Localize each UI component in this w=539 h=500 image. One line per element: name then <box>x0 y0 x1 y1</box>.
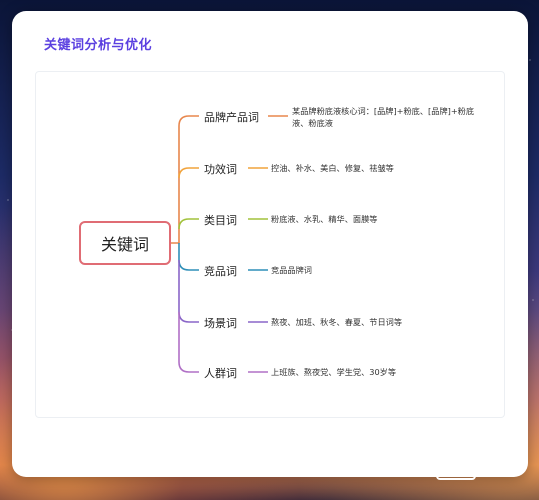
connector-gongxiao <box>178 167 199 179</box>
category-renqun-label: 人群词 <box>204 367 237 380</box>
category-changjing-label: 场景词 <box>204 317 237 330</box>
detail-gongxiao: 控油、补水、美白、修复、祛皱等 <box>271 163 394 173</box>
category-leimu-label: 类目词 <box>204 214 237 227</box>
mind-map-connectors <box>171 115 288 373</box>
content-card: 关键词分析与优化 关键词 品牌产品词 功效词 类目词 竞品词 场景词 人群词 某… <box>12 11 528 477</box>
connector-leimu <box>178 218 199 230</box>
watermark: AI 树叶云 <box>436 454 520 480</box>
mind-map-frame: 关键词 品牌产品词 功效词 类目词 竞品词 场景词 人群词 某品牌粉底液核心词：… <box>35 71 505 418</box>
trunk-upper <box>171 115 199 244</box>
root-node: 关键词 <box>79 221 171 265</box>
watermark-text: 树叶云 <box>481 461 521 477</box>
detail-leimu: 粉底液、水乳、精华、面膜等 <box>271 214 378 224</box>
detail-changjing: 熬夜、加班、秋冬、春夏、节日词等 <box>271 317 403 327</box>
category-jingpin-label: 竞品词 <box>204 265 237 278</box>
watermark-ai-badge: AI <box>436 454 476 480</box>
category-pinpai-label: 品牌产品词 <box>204 111 259 124</box>
category-gongxiao-label: 功效词 <box>204 163 237 176</box>
detail-jingpin: 竞品品牌词 <box>271 265 312 275</box>
detail-renqun: 上班族、熬夜党、学生党、30岁等 <box>271 367 397 377</box>
connector-jingpin <box>178 243 199 271</box>
connector-renqun <box>178 312 199 373</box>
detail-pinpai: 某品牌粉底液核心词：[品牌]+粉底、[品牌]+粉底液、粉底液 <box>292 106 475 128</box>
page-title: 关键词分析与优化 <box>44 38 153 53</box>
